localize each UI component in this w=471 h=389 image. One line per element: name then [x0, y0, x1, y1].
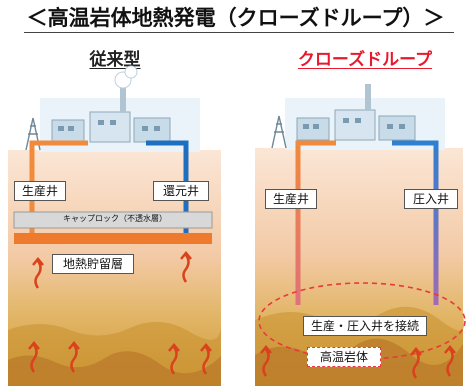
right-injection-well-label: 圧入井 [404, 189, 458, 209]
power-plant-icon [40, 65, 200, 152]
left-reinjection-pipe [146, 140, 189, 234]
power-plant-icon [285, 84, 445, 150]
left-caprock-label: キャップロック（不透水層） [63, 214, 167, 223]
right-diagram [255, 84, 466, 386]
diagram-title: ＜高温岩体地熱発電（クローズドループ）＞ [26, 6, 445, 30]
left-reservoir-bar [14, 233, 212, 244]
transmission-tower-icon [271, 115, 287, 149]
left-production-pipe [29, 140, 88, 234]
right-production-pipe [295, 140, 336, 305]
right-production-well-label: 生産井 [265, 189, 317, 209]
left-production-well-label: 生産井 [14, 181, 66, 201]
title-rule [24, 32, 454, 33]
right-connection-label: 生産・圧入井を接続 [303, 316, 427, 336]
left-reservoir-label: 地熱貯留層 [52, 254, 134, 274]
left-panel-heading: 従来型 [89, 50, 141, 70]
left-reinjection-well-label: 還元井 [153, 181, 209, 201]
heat-arrow-icon [260, 345, 456, 379]
right-dashed-ellipse [258, 282, 466, 360]
transmission-tower-icon [25, 117, 41, 151]
right-hot-rock-label: 高温岩体 [307, 347, 381, 367]
left-rock-base [8, 351, 221, 386]
right-injection-pipe [392, 140, 439, 305]
left-caprock-layer [13, 211, 213, 229]
left-diagram [8, 65, 221, 386]
right-panel-heading: クローズドループ [297, 50, 433, 70]
heat-arrow-icon [28, 251, 212, 375]
